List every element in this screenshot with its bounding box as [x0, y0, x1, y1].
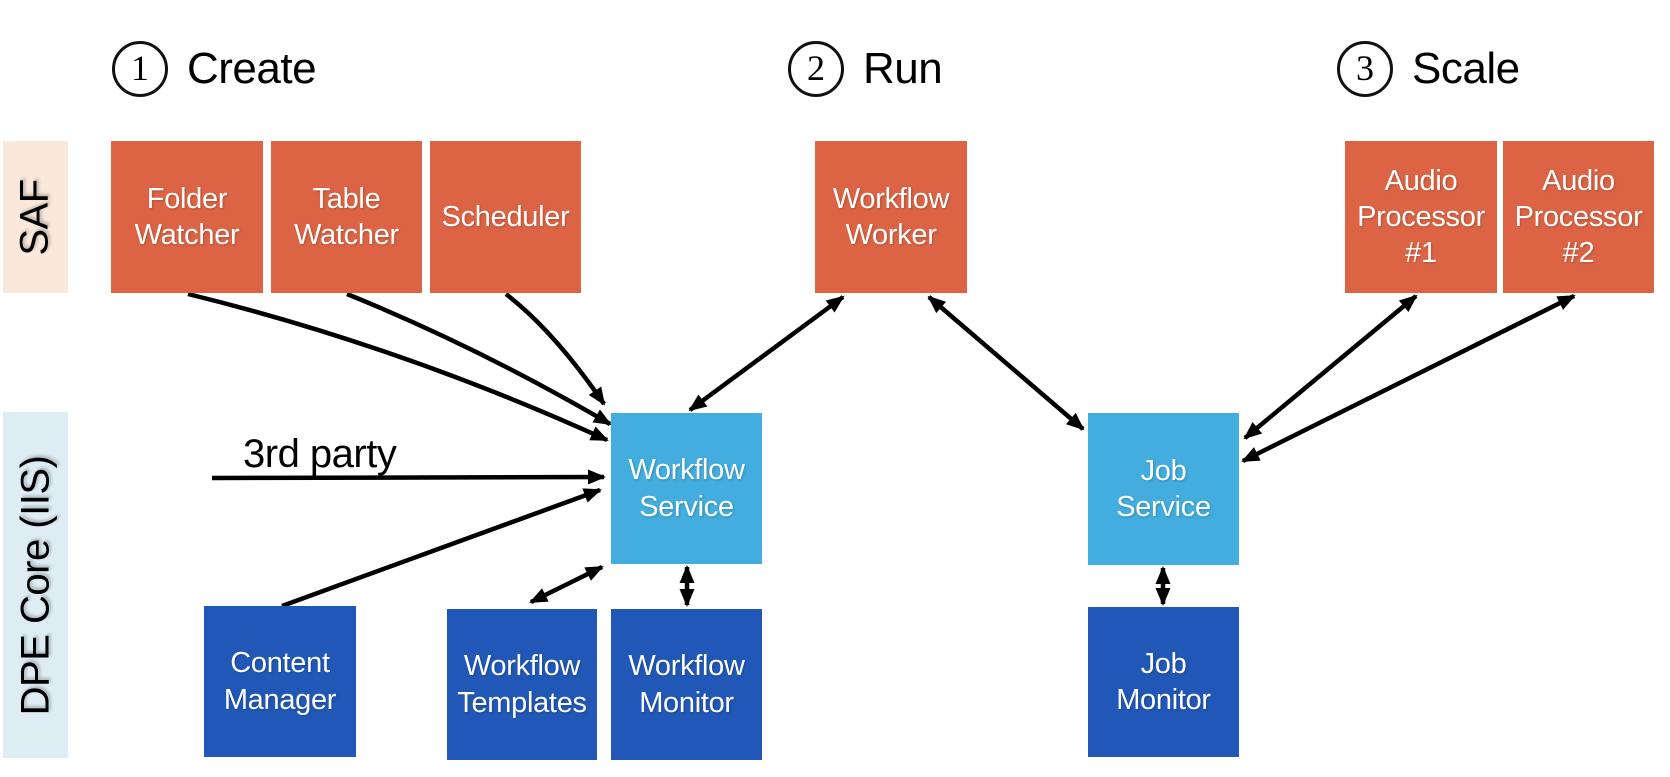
phase-header-run: 2 Run [788, 41, 943, 97]
node-content-manager: Content Manager [204, 606, 356, 757]
node-workflow-templates: Workflow Templates [447, 609, 597, 760]
arrow-workflow-worker-job-service [927, 295, 1085, 431]
node-table-watcher: Table Watcher [271, 141, 422, 293]
node-job-service: Job Service [1088, 413, 1239, 565]
circled-number-3-icon: 3 [1337, 41, 1393, 97]
node-workflow-monitor-label: Workflow Monitor [628, 650, 745, 719]
phase-label-scale: Scale [1412, 44, 1520, 93]
node-workflow-monitor: Workflow Monitor [611, 609, 762, 760]
arrow-table-watcher-to-workflow-service [346, 291, 612, 426]
lane-dpe-core: DPE Core (IIS) [3, 412, 68, 758]
arrow-scheduler-to-workflow-service [504, 292, 606, 406]
node-folder-watcher: Folder Watcher [111, 141, 263, 293]
node-folder-watcher-label: Folder Watcher [134, 182, 240, 251]
phase-label-run: Run [863, 44, 943, 93]
node-workflow-service: Workflow Service [611, 413, 762, 564]
arrow-workflow-templates-workflow-service [529, 564, 604, 605]
phase-header-scale: 3 Scale [1337, 41, 1520, 97]
arrow-workflow-service-workflow-worker [688, 295, 845, 412]
lane-dpe-core-label: DPE Core (IIS) [13, 455, 57, 715]
node-scheduler: Scheduler [430, 141, 581, 293]
node-job-service-label: Job Service [1116, 454, 1211, 523]
node-job-monitor: Job Monitor [1088, 607, 1239, 757]
arrow-folder-watcher-to-workflow-service [187, 291, 609, 443]
node-table-watcher-label: Table Watcher [294, 182, 399, 251]
node-audio-processor-1-label: Audio Processor #1 [1357, 164, 1485, 270]
node-workflow-worker-label: Workflow Worker [832, 182, 950, 251]
third-party-annotation: 3rd party [243, 432, 397, 476]
lane-saf: SAF [3, 141, 68, 293]
node-audio-processor-2-label: Audio Processor #2 [1514, 164, 1643, 270]
lane-saf-label: SAF [13, 178, 58, 256]
arrow-content-manager-to-workflow-service [281, 487, 602, 609]
node-content-manager-label: Content Manager [223, 647, 337, 716]
node-job-monitor-label: Job Monitor [1116, 647, 1211, 716]
circled-number-1-icon: 1 [112, 41, 168, 97]
node-workflow-service-label: Workflow Service [628, 454, 745, 523]
node-workflow-worker: Workflow Worker [815, 141, 967, 293]
node-workflow-templates-label: Workflow Templates [457, 650, 587, 719]
circled-number-2-icon: 2 [788, 41, 844, 97]
arrow-job-service-audio-processor-2 [1241, 293, 1576, 464]
phase-header-create: 1 Create [112, 41, 317, 97]
node-scheduler-label: Scheduler [441, 200, 570, 233]
arrow-third-party-to-workflow-service [211, 469, 606, 485]
node-audio-processor-1: Audio Processor #1 [1345, 141, 1497, 293]
phase-label-create: Create [187, 44, 317, 93]
node-audio-processor-2: Audio Processor #2 [1503, 141, 1654, 293]
